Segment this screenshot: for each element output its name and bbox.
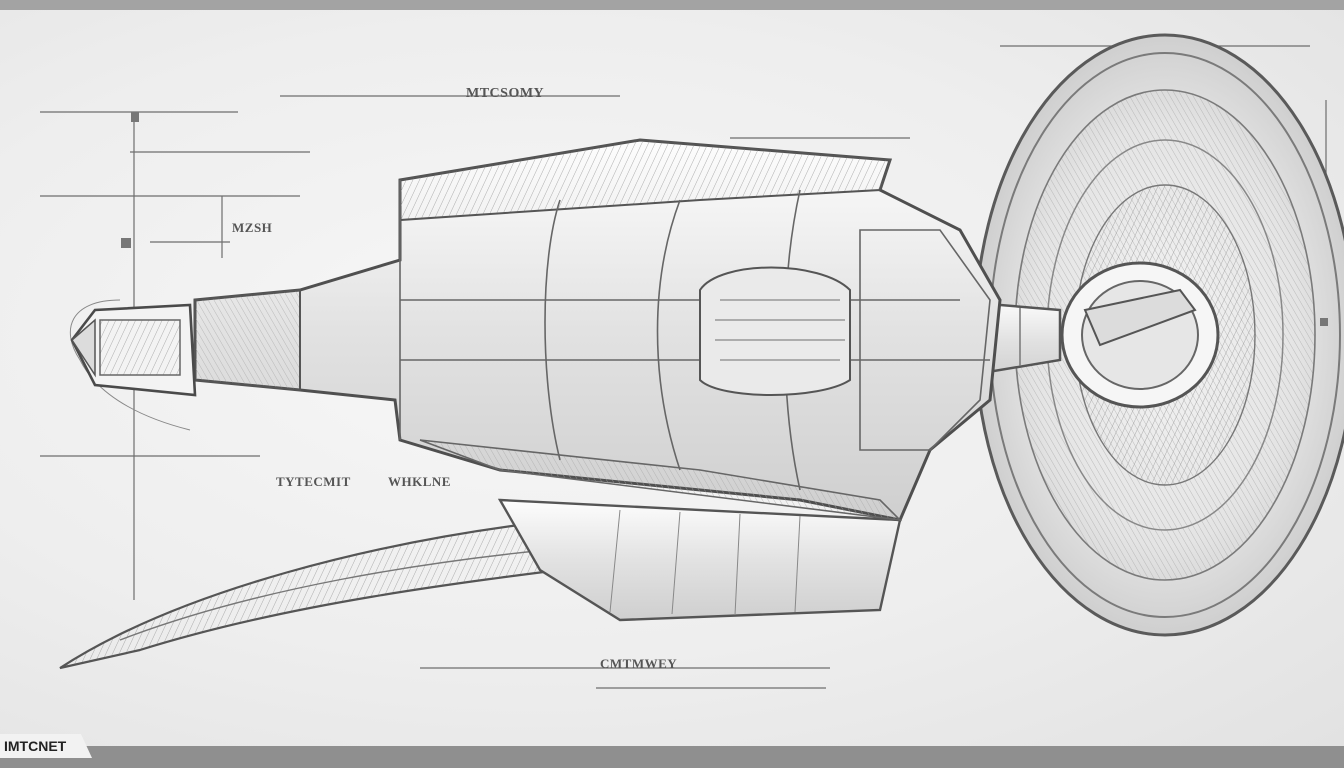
lower-blade-fin bbox=[59, 498, 902, 670]
main-hull bbox=[193, 138, 1002, 522]
bottom-bar bbox=[0, 746, 1344, 768]
label-top: MTCSOMY bbox=[466, 86, 545, 101]
nose-outline-sketch bbox=[70, 299, 191, 431]
nose-cockpit bbox=[70, 303, 197, 397]
marker-squares bbox=[121, 112, 1328, 326]
label-right-bottom: WHKLNE bbox=[388, 474, 451, 489]
corner-label: IMTCNET bbox=[0, 734, 92, 758]
label-bottom-center: CMTMWEY bbox=[600, 656, 678, 671]
inner-engine-cone bbox=[699, 266, 851, 396]
guide-lines bbox=[40, 45, 1327, 689]
label-mesh: MZSH bbox=[232, 220, 273, 235]
label-left-bottom: TYTECMIT bbox=[276, 474, 351, 489]
saucer-disc bbox=[973, 33, 1344, 637]
